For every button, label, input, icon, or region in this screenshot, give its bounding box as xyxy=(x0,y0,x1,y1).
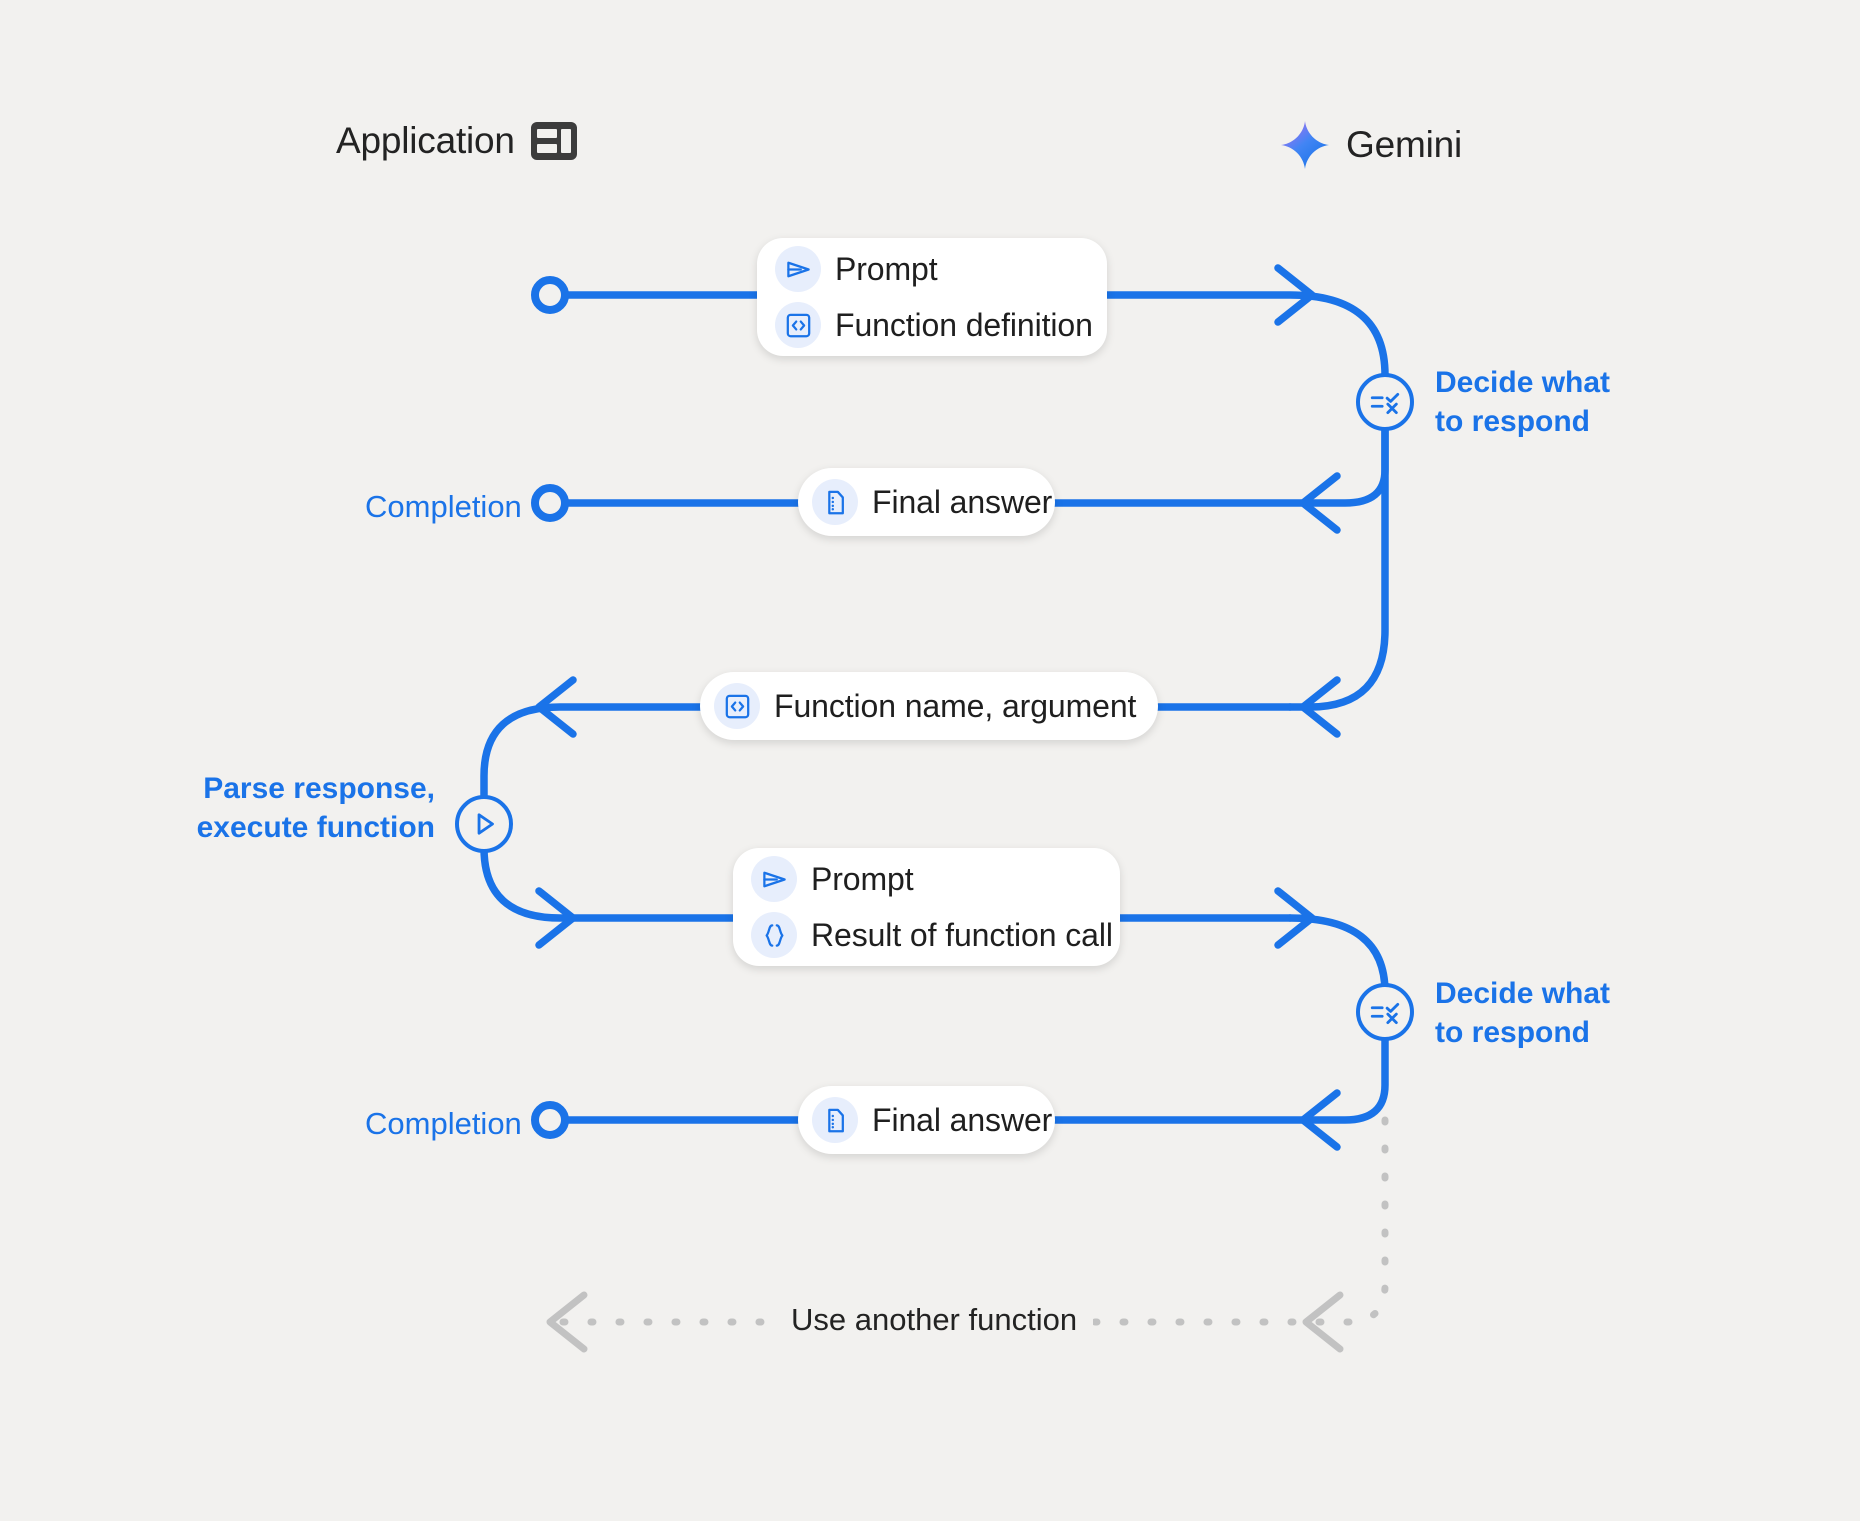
arrowhead-loop-gemini xyxy=(1302,1291,1344,1353)
arrowhead-into-gemini-2 xyxy=(1274,887,1316,949)
endpoint-start-point xyxy=(531,276,569,314)
arrowhead-app-lifeline-2 xyxy=(535,676,577,738)
wire-decide1-to-function-name xyxy=(1286,421,1389,711)
bubble-label: Result of function call xyxy=(811,916,1113,953)
dashboard-layout-icon xyxy=(530,122,577,160)
checklist-decision-icon xyxy=(1368,995,1402,1029)
gemini-sparkle-icon xyxy=(1280,120,1330,170)
endpoint-completion-1 xyxy=(531,484,569,522)
send-arrow-icon xyxy=(751,856,797,902)
curly-braces-icon xyxy=(751,912,797,958)
node-decide-1 xyxy=(1356,373,1414,431)
document-icon xyxy=(812,479,858,525)
column-header-gemini: Gemini xyxy=(1280,120,1462,170)
bubble-label: Function name, argument xyxy=(774,687,1137,724)
message-bubble-final-answer-1: Final answer xyxy=(798,468,1055,536)
message-bubble-prompt-result-of-function-call: Prompt Result of function call xyxy=(733,848,1120,966)
arrowhead-into-app-1 xyxy=(1299,472,1341,534)
bubble-label: Final answer xyxy=(872,1101,1053,1138)
play-triangle-icon xyxy=(467,807,501,841)
code-brackets-box-icon xyxy=(775,302,821,348)
endpoint-label-completion-1: Completion xyxy=(365,489,522,524)
bubble-row: Prompt xyxy=(775,246,1079,292)
message-bubble-final-answer-2: Final answer xyxy=(798,1086,1055,1154)
send-arrow-icon xyxy=(775,246,821,292)
bubble-row: Function definition xyxy=(775,302,1093,348)
bubble-row: Result of function call xyxy=(751,912,1113,958)
node-caption-decide-1: Decide what to respond xyxy=(1435,366,1611,438)
column-label-application: Application xyxy=(336,120,515,161)
column-header-application: Application xyxy=(336,120,577,162)
arrowhead-loop-app xyxy=(546,1291,588,1353)
arrowhead-into-app-3 xyxy=(1299,1089,1341,1151)
message-bubble-function-name-argument: Function name, argument xyxy=(700,672,1158,740)
bubble-row: Prompt xyxy=(751,856,1092,902)
endpoint-completion-2 xyxy=(531,1101,569,1139)
arrowhead-app-lifeline-3 xyxy=(535,887,577,949)
code-brackets-box-icon xyxy=(714,683,760,729)
arrowhead-into-gemini-1 xyxy=(1274,264,1316,326)
bubble-row: Final answer xyxy=(812,1097,1052,1143)
endpoint-label-completion-2: Completion xyxy=(365,1106,522,1141)
loop-label-use-another-function: Use another function xyxy=(775,1302,1094,1338)
bubble-label: Final answer xyxy=(872,483,1053,520)
bubble-label: Prompt xyxy=(835,250,938,287)
checklist-decision-icon xyxy=(1368,385,1402,419)
message-bubble-prompt-function-definition: Prompt Function definition xyxy=(757,238,1107,356)
node-parse-execute xyxy=(455,795,513,853)
bubble-label: Prompt xyxy=(811,860,914,897)
node-caption-decide-2: Decide what to respond xyxy=(1435,977,1611,1049)
node-decide-2 xyxy=(1356,983,1414,1041)
bubble-row: Final answer xyxy=(812,479,1052,525)
document-icon xyxy=(812,1097,858,1143)
arrowhead-into-app-2 xyxy=(1299,676,1341,738)
node-caption-parse-execute: Parse response, execute function xyxy=(196,772,435,844)
column-label-gemini: Gemini xyxy=(1346,124,1462,165)
bubble-label: Function definition xyxy=(835,306,1093,343)
bubble-row: Function name, argument xyxy=(714,683,1136,729)
